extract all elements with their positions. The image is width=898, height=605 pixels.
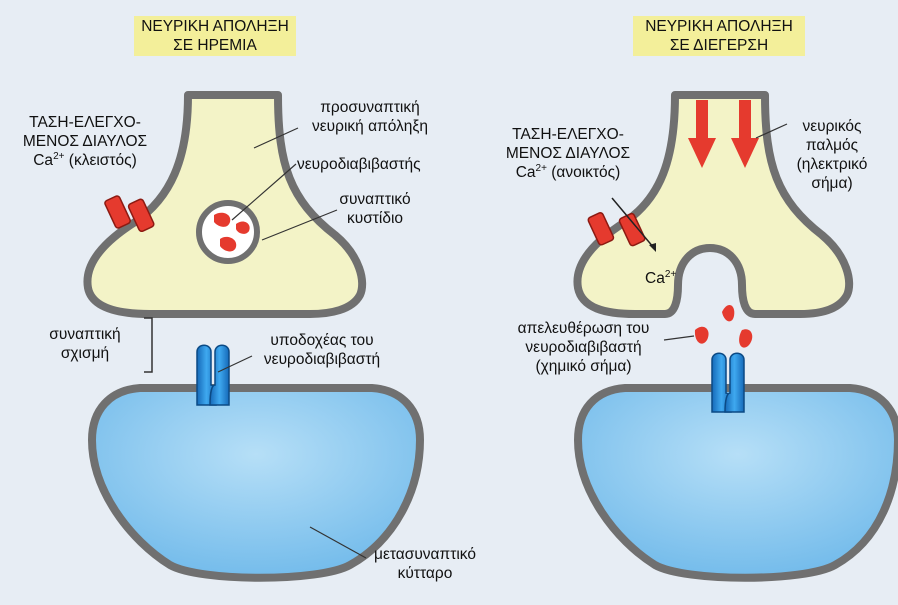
right-title: ΝΕΥΡΙΚΗ ΑΠΟΛΗΞΗ ΣΕ ΔΙΕΓΕΡΣΗ [633, 16, 805, 56]
released-transmitter [722, 305, 734, 321]
presynaptic-label: προσυναπτική νευρική απόληξη [300, 98, 440, 136]
left-title: ΝΕΥΡΙΚΗ ΑΠΟΛΗΞΗ ΣΕ ΗΡΕΜΙΑ [134, 16, 296, 56]
vesicle-label: συναπτικό κυστίδιο [325, 190, 425, 228]
left-receptor [197, 345, 229, 405]
nerve-impulse-label: νευρικός παλμός (ηλεκτρικό σήμα) [782, 117, 882, 193]
release-label: απελευθέρωση του νευροδιαβιβαστή (χημικό… [496, 319, 671, 376]
right-postsynaptic-cell [578, 388, 898, 578]
neurotransmitter-label: νευροδιαβιβαστής [297, 155, 421, 174]
synaptic-cleft-label: συναπτική σχισμή [30, 325, 140, 363]
right-receptor [712, 353, 744, 412]
closed-channel-label: ΤΑΣΗ-ΕΛΕΓΧΟ- ΜΕΝΟΣ ΔΙΑΥΛΟΣ Ca2+ (κλειστό… [10, 113, 160, 170]
calcium-ion-label: Ca2+ [645, 269, 676, 288]
postsynaptic-cell-label: μετασυναπτικό κύτταρο [360, 545, 490, 583]
released-transmitter [695, 327, 709, 344]
released-transmitter [739, 329, 752, 347]
receptor-label: υποδοχέας του νευροδιαβιβαστή [247, 331, 397, 369]
open-channel-label: ΤΑΣΗ-ΕΛΕΓΧΟ- ΜΕΝΟΣ ΔΙΑΥΛΟΣ Ca2+ (ανοικτό… [493, 125, 643, 182]
synaptic-vesicle [199, 203, 257, 261]
cleft-bracket [144, 318, 152, 372]
